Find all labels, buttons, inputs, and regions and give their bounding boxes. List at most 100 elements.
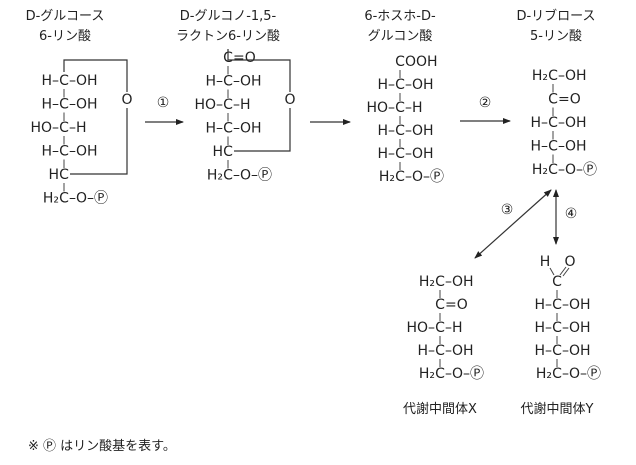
right-substituent: –OH	[562, 297, 591, 313]
right-substituent: –O–Ⓟ	[445, 366, 484, 382]
left-substituent: H–	[417, 343, 435, 359]
reaction-arrow-1: ①	[145, 95, 184, 125]
reaction-label: ④	[565, 206, 578, 222]
double-bond	[559, 266, 567, 276]
left-substituent: H₂	[207, 168, 223, 184]
right-substituent: –O–Ⓟ	[558, 162, 597, 178]
left-substituent: H₂	[536, 366, 552, 382]
carbon-atom: C	[435, 366, 445, 382]
right-substituent: OOH	[405, 54, 438, 70]
structure-title: D-グルコース	[26, 9, 105, 24]
left-substituent: H–	[41, 73, 59, 89]
reaction-label: ③	[501, 202, 514, 218]
double-bond	[562, 267, 570, 277]
carbon-atom: C	[59, 120, 69, 136]
carbon-atom: C	[552, 274, 562, 290]
left-substituent: H₂	[532, 68, 548, 84]
left-substituent: H–	[377, 123, 395, 139]
structure-title: 代謝中間体Y	[521, 402, 594, 417]
carbon-atom: C	[435, 274, 445, 290]
structure-title: 代謝中間体X	[403, 402, 477, 417]
left-substituent: H–	[41, 97, 59, 113]
left-substituent: H₂	[532, 162, 548, 178]
left-substituent: H	[212, 144, 223, 160]
right-substituent: –H	[445, 320, 463, 336]
left-substituent: HO–	[406, 320, 435, 336]
carbon-atom: C	[395, 77, 405, 93]
carbon-atom: C	[223, 168, 233, 184]
carbon-atom: C	[395, 169, 405, 185]
left-substituent: H–	[41, 144, 59, 160]
right-substituent: –OH	[69, 73, 98, 89]
right-substituent: –H	[405, 100, 423, 116]
right-substituent: –OH	[562, 320, 591, 336]
left-substituent: H	[48, 167, 59, 183]
left-substituent: H–	[530, 115, 548, 131]
carbon-atom: C	[223, 144, 233, 160]
ring-bond	[227, 49, 291, 152]
structure-title: ラクトン6-リン酸	[176, 29, 280, 44]
ring-oxygen: O	[284, 92, 295, 108]
carbon-atom: C	[59, 97, 69, 113]
left-substituent: H₂	[419, 274, 435, 290]
left-substituent: H–	[205, 121, 223, 137]
carbon-atom: C	[395, 123, 405, 139]
right-substituent: –OH	[558, 115, 587, 131]
left-substituent: H–	[534, 320, 552, 336]
left-substituent: H–	[534, 297, 552, 313]
carbon-atom: C	[548, 68, 558, 84]
carbon-atom: C	[552, 320, 562, 336]
right-substituent: –OH	[445, 343, 474, 359]
structure-title: 6-リン酸	[39, 29, 91, 44]
carbon-atom: C	[552, 343, 562, 359]
right-substituent: –OH	[405, 123, 434, 139]
right-substituent: =O	[445, 297, 468, 313]
carbon-atom: C	[223, 121, 233, 137]
right-substituent: –OH	[558, 139, 587, 155]
left-substituent: H₂	[419, 366, 435, 382]
left-substituent: H–	[377, 77, 395, 93]
aldehyde-oxygen: O	[564, 254, 575, 270]
right-substituent: –OH	[69, 97, 98, 113]
carbon-atom: C	[395, 100, 405, 116]
right-substituent: –OH	[558, 68, 587, 84]
structure-title: D-グルコノ-1,5-	[180, 9, 277, 24]
right-substituent: –OH	[405, 77, 434, 93]
reaction-label: ②	[479, 95, 492, 111]
aldehyde-hydrogen: H	[540, 254, 551, 270]
footnote: ※ Ⓟ はリン酸基を表す。	[28, 439, 176, 454]
carbon-atom: C	[435, 343, 445, 359]
right-substituent: –OH	[69, 144, 98, 160]
arrow-icon	[474, 189, 552, 259]
ring-oxygen: O	[121, 92, 132, 108]
structure-title: グルコン酸	[368, 29, 433, 44]
right-substituent: –OH	[445, 274, 474, 290]
reaction-arrow-5: ④	[553, 189, 578, 245]
left-substituent: H₂	[379, 169, 395, 185]
left-substituent: H–	[205, 74, 223, 90]
carbon-atom: C	[552, 366, 562, 382]
reaction-arrow-4: ③	[474, 189, 552, 259]
carbon-atom: C	[548, 162, 558, 178]
carbon-atom: C	[59, 144, 69, 160]
carbon-atom: C	[435, 297, 445, 313]
right-substituent: =O	[558, 92, 581, 108]
carbon-atom: C	[59, 73, 69, 89]
structure-glucono-lactone-6-phosphate: D-グルコノ-1,5-ラクトン6-リン酸C=OH–C–OHHO–C–HH–C–O…	[176, 9, 296, 184]
right-substituent: –H	[69, 120, 87, 136]
carbon-atom: C	[435, 320, 445, 336]
carbon-atom: C	[548, 92, 558, 108]
carbon-atom: C	[59, 191, 69, 207]
carbon-atom: C	[395, 54, 405, 70]
right-substituent: –O–Ⓟ	[405, 169, 444, 185]
left-substituent: HO–	[30, 120, 59, 136]
structure-title: 5-リン酸	[530, 29, 582, 44]
right-substituent: –O–Ⓟ	[69, 191, 108, 207]
right-substituent: =O	[233, 50, 256, 66]
